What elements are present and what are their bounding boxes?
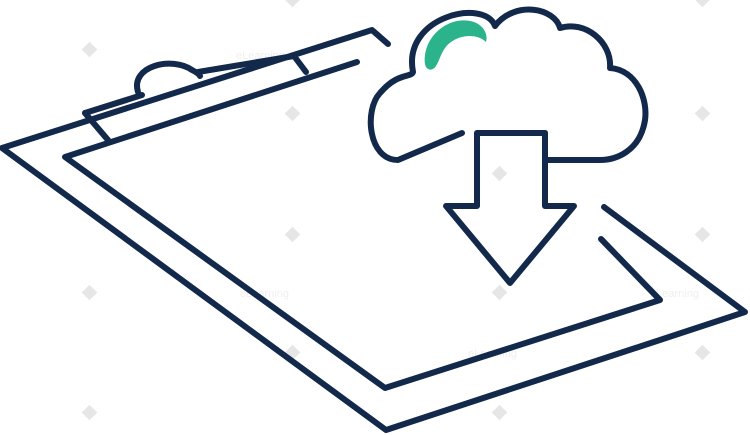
clipboard-sheet-outline bbox=[62, 59, 663, 391]
watermark-diamond bbox=[81, 41, 98, 58]
watermark-diamond bbox=[81, 284, 98, 301]
watermark-diamond bbox=[491, 284, 508, 301]
clipboard-board-outline bbox=[0, 27, 748, 433]
watermark-diamond bbox=[81, 404, 98, 421]
watermark-diamond bbox=[284, 0, 301, 8]
watermark-diamond bbox=[491, 404, 508, 421]
watermark-diamond bbox=[491, 165, 508, 182]
clipboard-clip-shoulder bbox=[195, 53, 309, 75]
watermark-diamond bbox=[284, 105, 301, 122]
watermark-diamond bbox=[694, 0, 711, 8]
clipboard-clip-shoulder bbox=[82, 110, 111, 143]
download-arrow-icon bbox=[443, 130, 577, 286]
watermark-text: eLearning bbox=[650, 288, 699, 300]
watermark-diamond bbox=[694, 344, 711, 361]
watermark-diamond bbox=[284, 226, 301, 243]
clipboard-clip-tab bbox=[134, 60, 203, 95]
clipboard-clip-shoulder bbox=[82, 92, 145, 116]
cloud-icon bbox=[367, 6, 649, 163]
cloud-highlight bbox=[424, 20, 487, 70]
watermark-diamond bbox=[694, 226, 711, 243]
watermark-diamond bbox=[694, 105, 711, 122]
